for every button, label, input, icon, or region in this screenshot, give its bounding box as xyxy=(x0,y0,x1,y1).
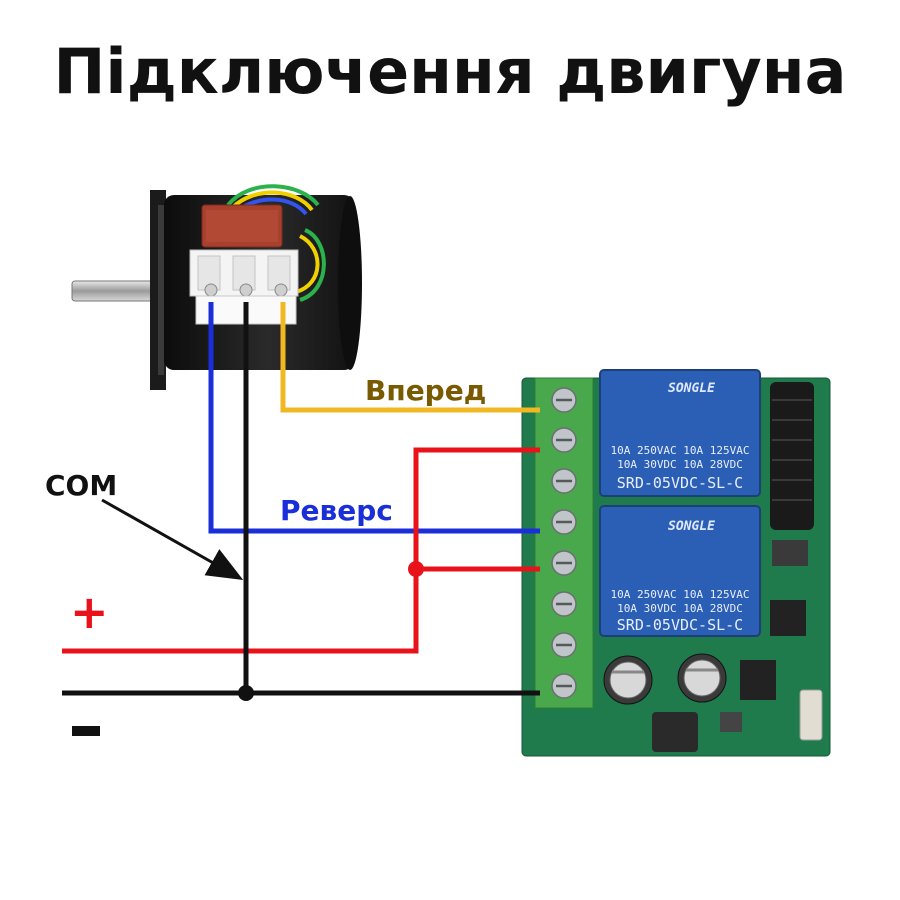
forward-label: Вперед xyxy=(365,374,486,407)
relay-top-rating-2: 10A 30VDC 10A 28VDC xyxy=(617,458,743,471)
relay-bottom-brand: SONGLE xyxy=(668,519,715,534)
pointer-arrow-icon xyxy=(101,498,244,580)
minus-junction-dot xyxy=(238,685,254,701)
reverse-label: Реверс xyxy=(280,494,393,527)
relay-bottom-rating-2: 10A 30VDC 10A 28VDC xyxy=(617,602,743,615)
forward-wire xyxy=(280,302,540,413)
dc-motor-icon xyxy=(71,184,362,390)
relay-bottom: SONGLE 10A 250VAC 10A 125VAC 10A 30VDC 1… xyxy=(599,505,761,637)
minus-sign xyxy=(72,726,100,736)
com-label: COM xyxy=(45,469,117,502)
relay-top-brand: SONGLE xyxy=(668,381,715,396)
relay-top: SONGLE 10A 250VAC 10A 125VAC 10A 30VDC 1… xyxy=(599,369,761,497)
relay-bottom-rating-1: 10A 250VAC 10A 125VAC xyxy=(610,588,749,601)
plus-junction-dot xyxy=(408,561,424,577)
relay-top-model: SRD-05VDC-SL-C xyxy=(617,474,743,492)
relay-bottom-model: SRD-05VDC-SL-C xyxy=(617,616,743,634)
plus-label: + xyxy=(70,585,109,639)
page-title: Підключення двигуна xyxy=(54,35,847,108)
reverse-wire xyxy=(208,302,540,534)
plus-wire xyxy=(62,447,540,654)
relay-top-rating-1: 10A 250VAC 10A 125VAC xyxy=(610,444,749,457)
